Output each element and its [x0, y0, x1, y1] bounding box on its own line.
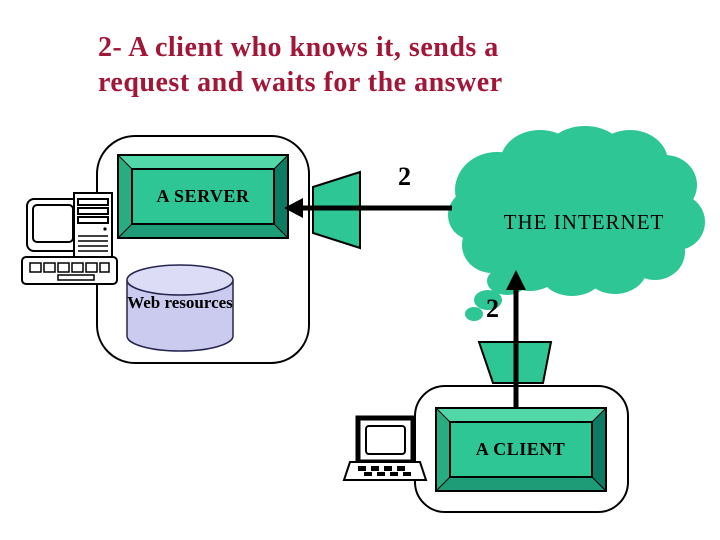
client-box-label: A CLIENT [475, 438, 566, 459]
slide-title: 2- A client who knows it, sends a reques… [98, 30, 643, 100]
upward-arrow [506, 270, 526, 409]
slide-title-line2: request and waits for the answer [98, 67, 503, 98]
web-resources-cylinder [126, 264, 234, 352]
cloud-icon [448, 126, 705, 321]
request-step-number-bottom: 2 [486, 294, 499, 323]
request-step-number-top: 2 [398, 162, 411, 191]
desktop-computer-icon [21, 192, 118, 285]
request-arrow [284, 198, 452, 218]
internet-cloud-label: THE INTERNET [503, 210, 665, 234]
server-box-label: A SERVER [156, 186, 250, 206]
slide-title-line1: 2- A client who knows it, sends a [98, 32, 499, 63]
web-resources-label: Web resources [127, 293, 233, 312]
laptop-computer-icon [342, 415, 428, 481]
